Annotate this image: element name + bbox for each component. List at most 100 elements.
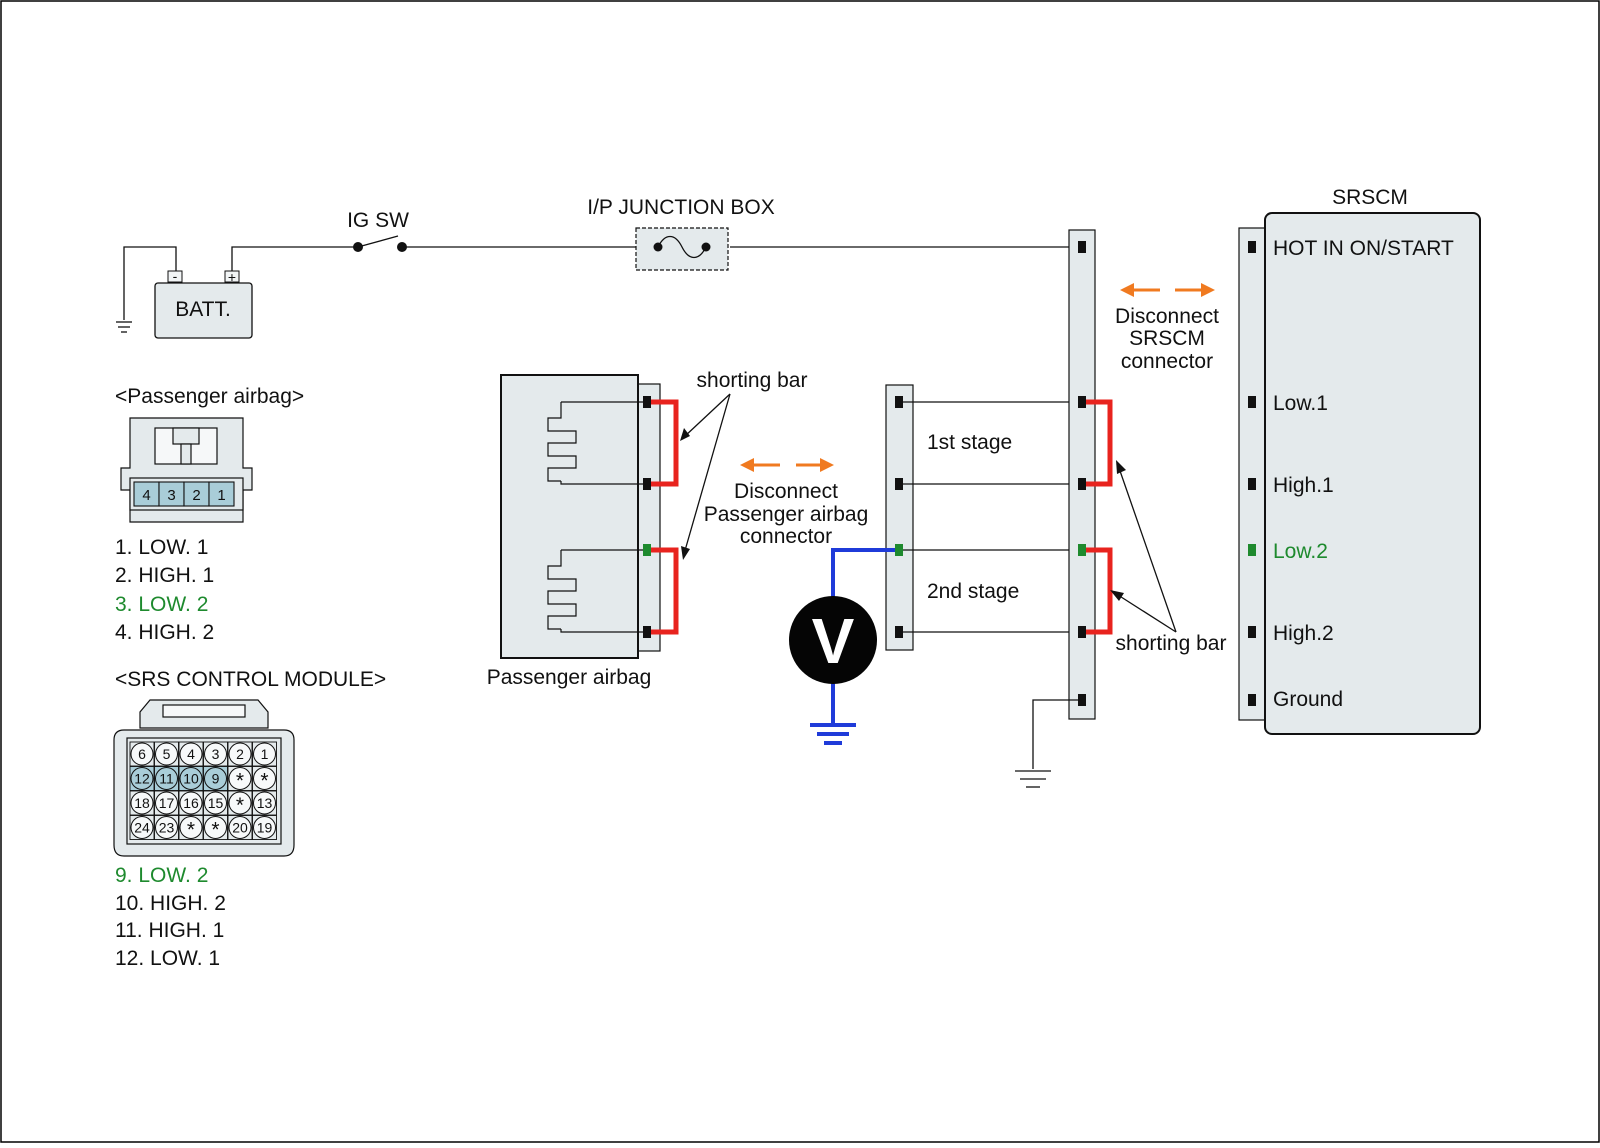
passenger-connector-title: <Passenger airbag>: [115, 385, 304, 408]
passenger-connector-pin: 2: [183, 481, 210, 507]
battery-label: BATT.: [175, 298, 231, 321]
srscm-pin-label: High.2: [1273, 622, 1334, 645]
airbag-shorting-bar-label: shorting bar: [697, 369, 808, 392]
svg-text:18: 18: [134, 795, 150, 811]
srs-connector-pin: 10: [178, 766, 204, 791]
voltmeter: V: [789, 548, 895, 745]
srs-connector-pin: 13: [252, 790, 277, 816]
svg-text:1: 1: [261, 746, 269, 762]
connector-ground: [1015, 699, 1082, 788]
passenger-connector-pin: 4: [133, 481, 160, 507]
srs-legend-item-highlight: 9. LOW. 2: [115, 864, 208, 887]
srs-connector-pin: 1: [252, 741, 277, 767]
svg-text:2: 2: [192, 487, 200, 504]
ig-switch-contact-right: [397, 242, 407, 252]
svg-text:10: 10: [183, 771, 199, 787]
passenger-connector-legend: 1. LOW. 1 2. HIGH. 1 3. LOW. 2 4. HIGH. …: [115, 536, 214, 644]
srscm-shorting-bar-1: [1086, 399, 1113, 487]
airbag-terminal: [643, 626, 651, 638]
svg-text:6: 6: [138, 746, 146, 762]
svg-text:SRSCM: SRSCM: [1129, 327, 1205, 350]
srscm-connector-strip: [1238, 227, 1268, 721]
airbag-shorting-bar-pointers: [683, 393, 731, 555]
srs-connector-pin: *: [203, 815, 228, 842]
srs-connector-pin: 6: [129, 741, 155, 767]
ig-switch-contact-left: [353, 242, 363, 252]
srscm-terminal: [1248, 694, 1256, 706]
srscm-pin-label: Low.1: [1273, 392, 1328, 415]
passenger-legend-item-highlight: 3. LOW. 2: [115, 593, 208, 616]
srscm-shorting-bar-pointers: [1117, 467, 1177, 633]
svg-text:17: 17: [159, 795, 175, 811]
svg-text:Disconnect: Disconnect: [734, 480, 838, 503]
srs-connector-pin: 20: [227, 815, 253, 840]
harness-terminal: [895, 478, 903, 490]
svg-text:9: 9: [212, 771, 220, 787]
srs-connector-pin: 23: [154, 815, 179, 840]
srscm-harness-terminal: [1078, 478, 1086, 490]
svg-text:connector: connector: [740, 525, 832, 548]
fuse-icon: [657, 235, 707, 259]
junction-box-label: I/P JUNCTION BOX: [587, 196, 774, 219]
srs-connector-title: <SRS CONTROL MODULE>: [115, 668, 386, 691]
srscm-title: SRSCM: [1332, 186, 1408, 209]
harness-wires: [900, 401, 1082, 633]
srscm-harness-terminal-low2: [1078, 544, 1086, 556]
svg-text:24: 24: [134, 820, 150, 836]
harness-connector: [885, 384, 914, 651]
srs-legend-item: 11. HIGH. 1: [115, 919, 224, 942]
srs-connector-pin: 15: [203, 790, 228, 816]
srs-connector-pin: 24: [129, 815, 155, 840]
passenger-connector-pin: 3: [158, 481, 185, 507]
srs-connector-pin: *: [252, 766, 277, 793]
srscm-shorting-bar-label: shorting bar: [1116, 632, 1227, 655]
passenger-airbag: Passenger airbag: [487, 374, 679, 689]
svg-text:Disconnect: Disconnect: [1115, 305, 1219, 328]
airbag-terminal: [643, 478, 651, 490]
passenger-legend-item: 2. HIGH. 1: [115, 564, 214, 587]
arrowhead: [1110, 590, 1124, 601]
svg-text:20: 20: [232, 820, 248, 836]
srscm-terminal: [1248, 626, 1256, 638]
srscm-harness-connector: [1068, 229, 1096, 720]
srscm-terminal: [1248, 478, 1256, 490]
airbag-shorting-bar-1: [651, 399, 679, 487]
harness-terminal: [895, 626, 903, 638]
srscm-terminal: [1248, 396, 1256, 408]
svg-text:3: 3: [167, 487, 175, 504]
svg-text:15: 15: [208, 795, 224, 811]
svg-text:*: *: [260, 770, 268, 793]
svg-text:12: 12: [134, 771, 150, 787]
airbag-terminal-low2: [643, 544, 651, 556]
passenger-airbag-label: Passenger airbag: [487, 666, 652, 689]
voltmeter-lead-positive: [831, 548, 895, 600]
svg-text:*: *: [187, 819, 195, 842]
passenger-connector-pin: 1: [208, 481, 235, 507]
srscm-shorting-bar-2: [1086, 547, 1113, 635]
svg-text:*: *: [236, 770, 244, 793]
srs-connector-pin: 5: [154, 741, 179, 767]
srscm-terminal-low2: [1248, 544, 1256, 556]
srs-connector-pin: *: [227, 790, 253, 817]
svg-text:19: 19: [257, 820, 273, 836]
srs-connector-pin: 2: [227, 741, 253, 767]
srscm-harness-terminal: [1078, 396, 1086, 408]
passenger-legend-item: 1. LOW. 1: [115, 536, 208, 559]
harness-terminal-low2: [895, 544, 903, 556]
srscm-pin-label: Ground: [1273, 688, 1343, 711]
srs-connector-pin: 9: [203, 766, 228, 791]
battery-plus-label: +: [228, 269, 236, 285]
srscm-harness-terminal: [1078, 241, 1086, 253]
srscm-pin-label: High.1: [1273, 474, 1334, 497]
svg-text:Passenger airbag: Passenger airbag: [704, 503, 869, 526]
svg-text:*: *: [236, 794, 244, 817]
arrowhead: [680, 428, 690, 441]
srs-connector-legend: 9. LOW. 2 10. HIGH. 2 11. HIGH. 1 12. LO…: [115, 864, 226, 970]
svg-text:4: 4: [187, 746, 195, 762]
srscm-disconnect-arrows: [1120, 283, 1215, 297]
battery-minus-label: -: [173, 268, 178, 284]
srscm-module: [1264, 212, 1481, 735]
